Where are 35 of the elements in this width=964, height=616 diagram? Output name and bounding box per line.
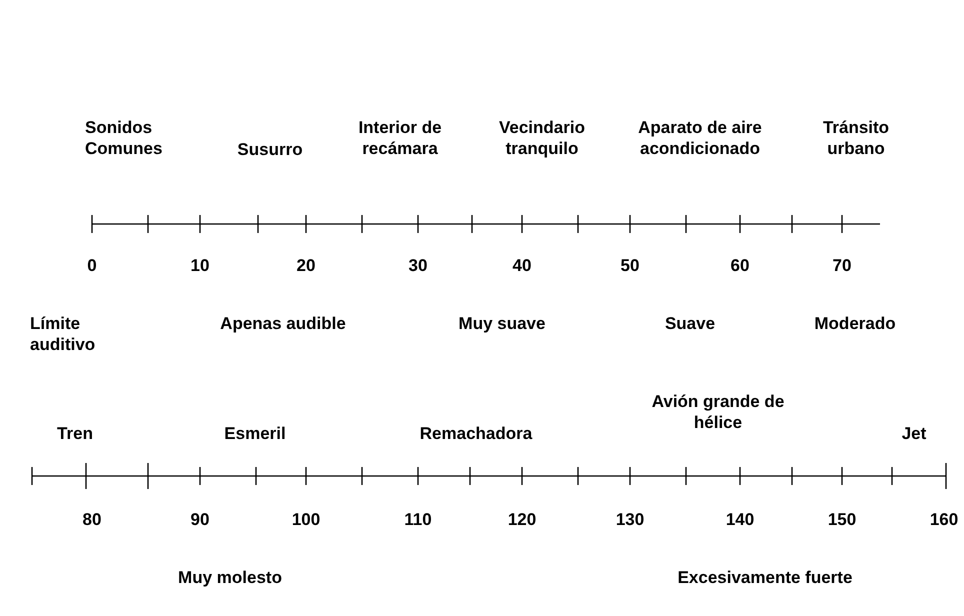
loudness-label: Apenas audible	[220, 313, 346, 334]
tick-value: 110	[404, 509, 432, 530]
tick-value: 140	[726, 509, 754, 530]
tick-value: 100	[292, 509, 320, 530]
tick-value: 40	[512, 255, 532, 276]
sound-label: Esmeril	[224, 423, 286, 444]
tick-value: 90	[190, 509, 210, 530]
tick-value: 160	[930, 509, 958, 530]
sound-label: Tránsito urbano	[822, 117, 890, 159]
tick-value: 130	[616, 509, 644, 530]
loudness-label: Moderado	[814, 313, 896, 334]
tick-value: 0	[87, 255, 97, 276]
tick-value: 50	[620, 255, 640, 276]
sound-label: Avión grande de hélice	[650, 391, 786, 433]
loudness-label: Suave	[664, 313, 716, 334]
tick-value: 10	[190, 255, 210, 276]
sound-label: Vecindario tranquilo	[498, 117, 586, 159]
tick-value: 30	[408, 255, 428, 276]
sound-label: Jet	[902, 423, 926, 444]
sound-label: Remachadora	[420, 423, 532, 444]
tick-value: 70	[832, 255, 852, 276]
sound-label: Susurro	[237, 139, 303, 160]
tick-value: 80	[82, 509, 102, 530]
sound-label: Interior de recámara	[357, 117, 443, 159]
loudness-label: Límite auditivo	[30, 313, 96, 355]
tick-value: 20	[296, 255, 316, 276]
sound-label: Aparato de aire acondicionado	[637, 117, 763, 159]
loudness-label: Muy molesto	[178, 567, 282, 588]
tick-value: 150	[828, 509, 856, 530]
loudness-label: Excesivamente fuerte	[678, 567, 852, 588]
tick-value: 120	[508, 509, 536, 530]
sound-label: Sonidos Comunes	[85, 117, 164, 159]
tick-value: 60	[730, 255, 750, 276]
loudness-label: Muy suave	[458, 313, 546, 334]
sound-label: Tren	[57, 423, 93, 444]
